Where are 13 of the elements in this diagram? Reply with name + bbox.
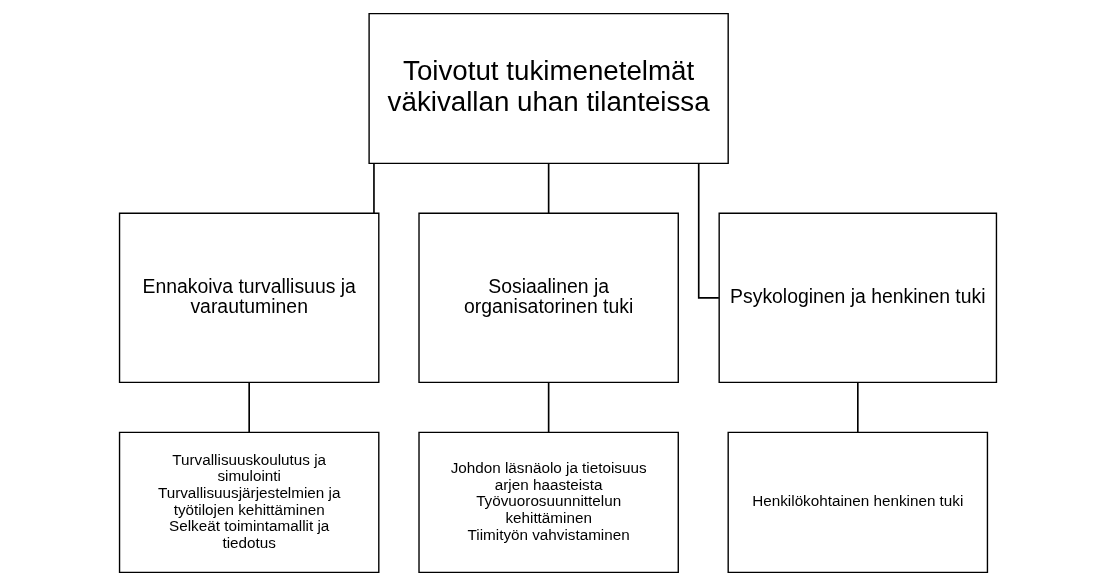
node-box: Psykologinen ja henkinen tuki [717, 212, 997, 384]
node-box: Turvallisuuskoulutus ja simulointi Turvallisuusjärjestelmien ja työtilojen kehittäminen Selkeät toimintamallit ja tiedotus [118, 431, 379, 574]
node-box: Toivotut tukimenetelmät väkivallan uhan tilanteissa [367, 12, 729, 165]
connector [856, 381, 859, 434]
node-box: Johdon läsnäolo ja tietoisuus arjen haasteista Työvuorosuunnittelun kehittäminen Tiimityön vahvistaminen [417, 431, 679, 574]
connector [372, 162, 375, 214]
node-box: Sosiaalinen ja organisatorinen tuki [417, 212, 679, 384]
node-box: Henkilökohtainen henkinen tuki [727, 431, 988, 574]
node-box: Ennakoiva turvallisuus ja varautuminen [118, 212, 379, 384]
connector [697, 162, 720, 299]
connector [547, 381, 549, 434]
connector [547, 162, 549, 214]
connector [247, 381, 250, 434]
